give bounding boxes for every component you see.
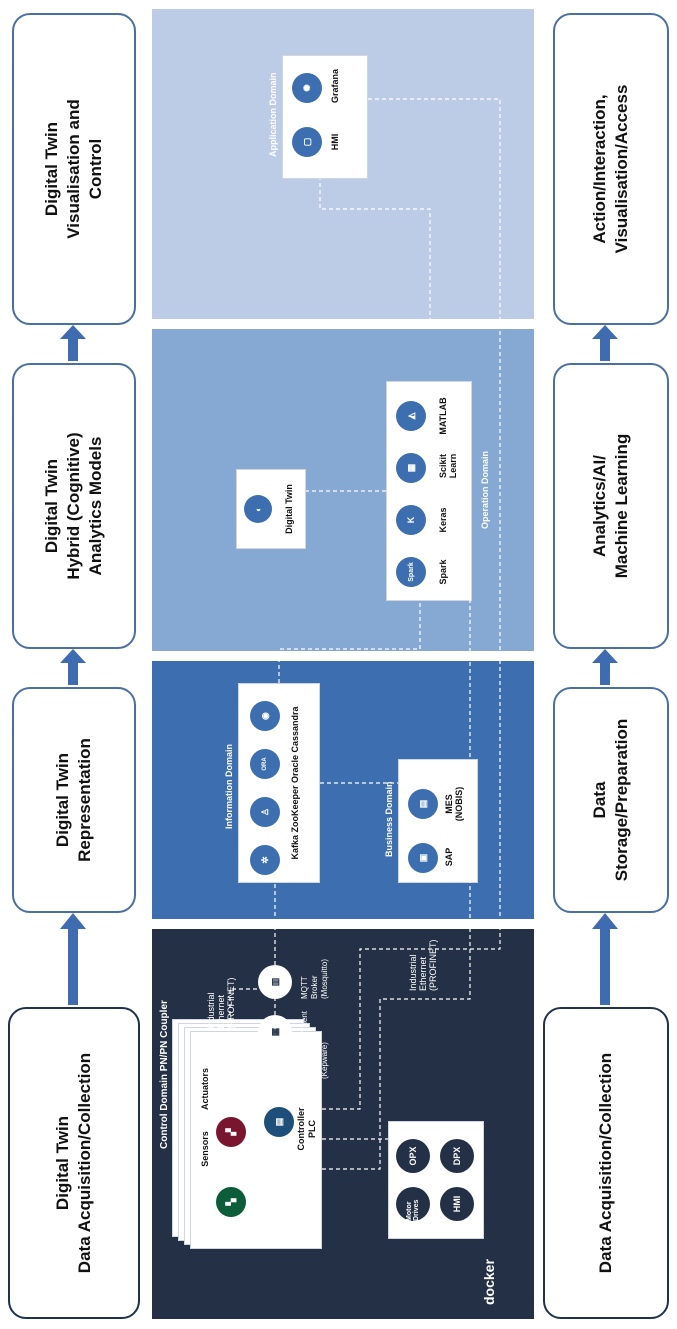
connector-group: [229, 98, 501, 1170]
arrow-group: [60, 325, 618, 1005]
